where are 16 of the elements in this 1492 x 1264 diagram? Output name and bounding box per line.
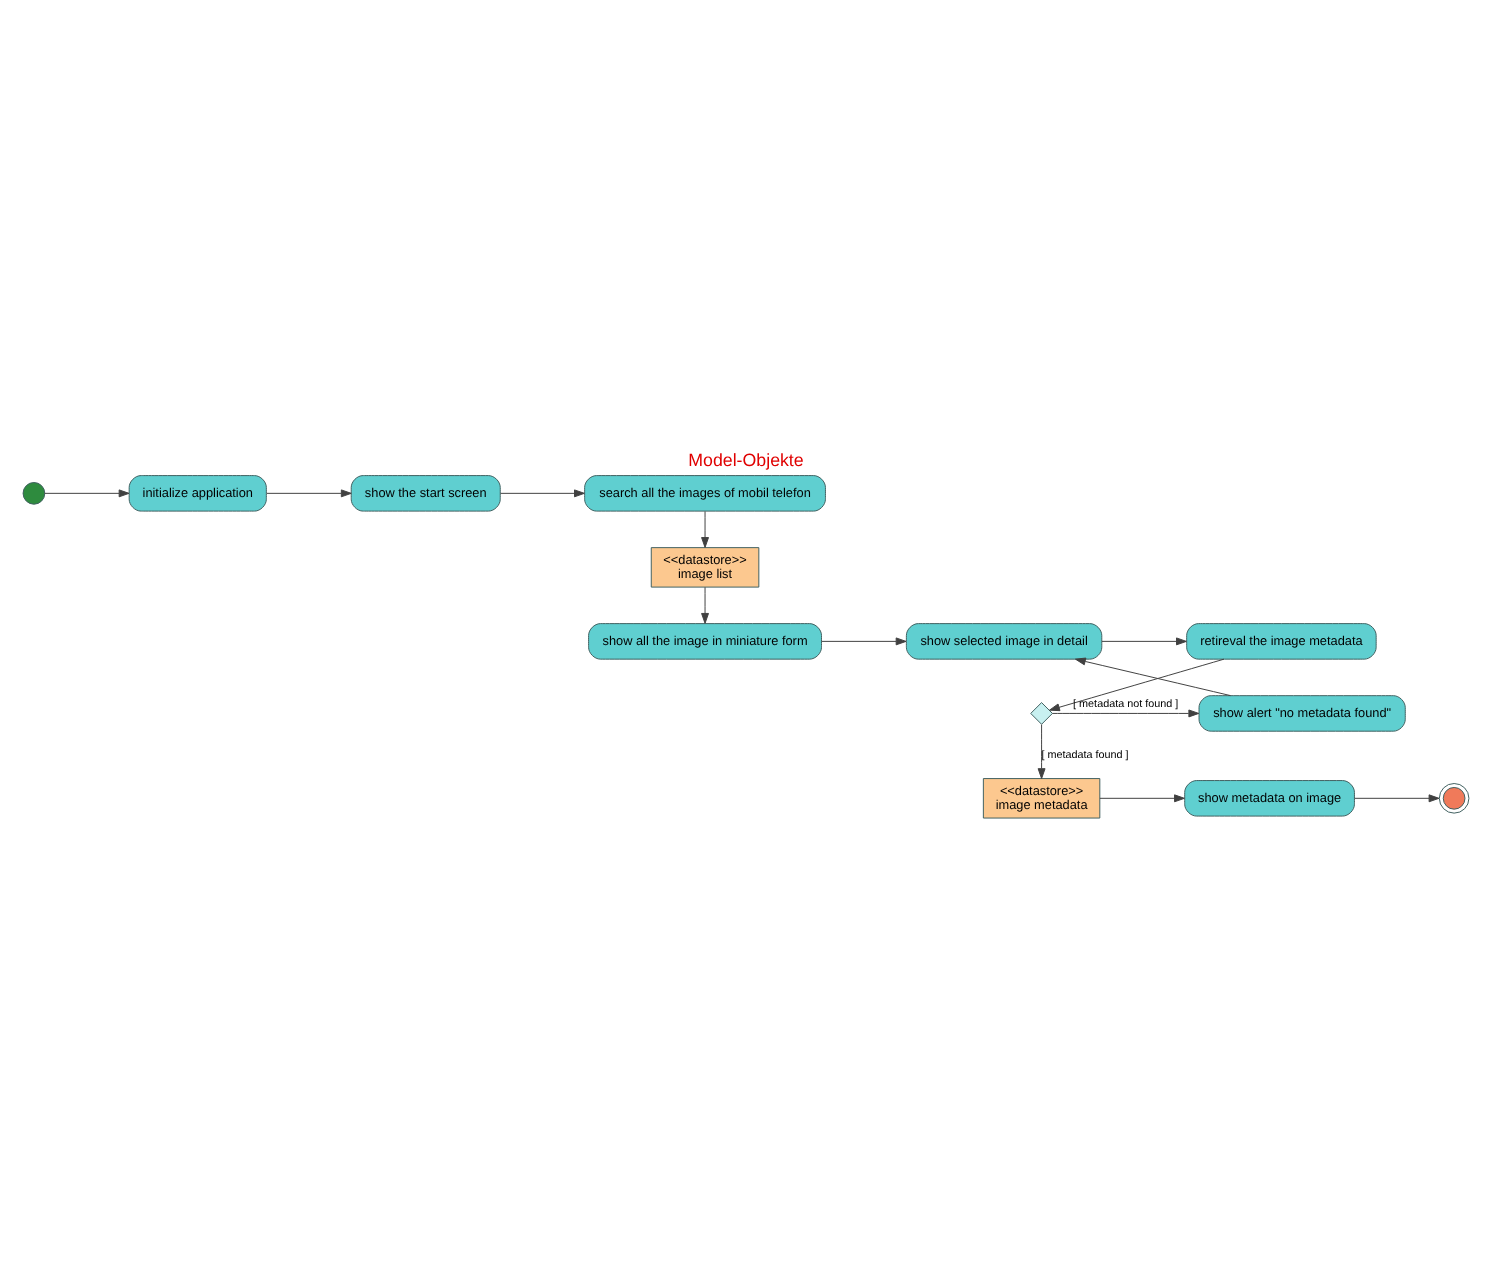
- diagram-title: Model-Objekte: [688, 449, 804, 470]
- arrow: [1049, 657, 1225, 711]
- arrow: [499, 488, 585, 497]
- arrow: [1354, 793, 1440, 802]
- arrow: [1051, 708, 1200, 717]
- arrow: [701, 585, 709, 623]
- node-circle: [22, 481, 46, 504]
- arrow: [1099, 793, 1185, 802]
- arrow: [1075, 656, 1232, 696]
- arrow: [266, 488, 352, 497]
- arrow: [821, 636, 907, 645]
- node-diamond: [1030, 701, 1053, 724]
- arrow: [1037, 723, 1046, 779]
- arrow: [1101, 636, 1187, 645]
- arrow: [701, 509, 709, 547]
- arrow: [44, 488, 130, 497]
